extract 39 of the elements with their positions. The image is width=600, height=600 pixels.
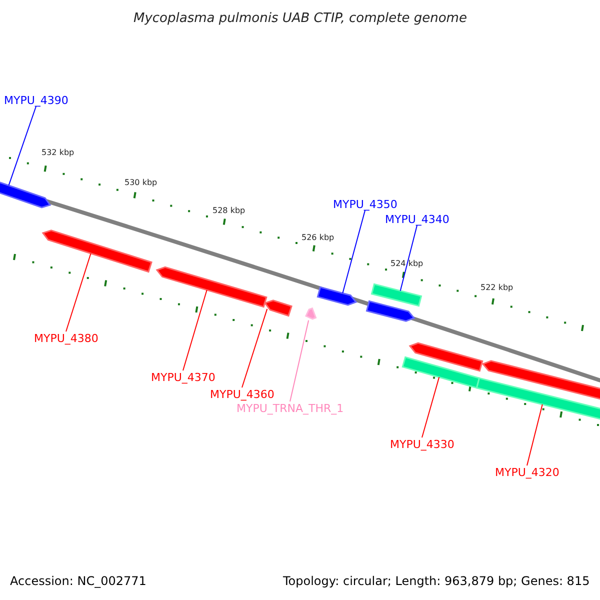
scale-label: 526 kbp <box>302 232 334 244</box>
leader-line <box>66 252 92 332</box>
gene-bar <box>370 283 422 307</box>
leader-line <box>182 289 208 371</box>
gene-label: MYPU_4350 <box>333 198 398 210</box>
leader-line <box>400 225 418 292</box>
leader-line <box>342 210 366 294</box>
leader-line <box>242 308 268 388</box>
gene-block <box>0 180 52 208</box>
gene-block <box>316 286 358 306</box>
gene-bar <box>476 377 600 421</box>
scale-label: 532 kbp <box>42 146 74 158</box>
gene-block <box>42 230 152 273</box>
gene-label: MYPU_4340 <box>385 212 450 226</box>
gene-label: MYPU_4380 <box>34 332 98 344</box>
footer-text: Accession: NC_002771 <box>10 575 146 588</box>
gene-bar <box>402 356 480 389</box>
gene-label: MYPU_4330 <box>390 438 454 450</box>
leader-line <box>422 376 440 438</box>
gene-label: MYPU_TRNA_THR_1 <box>236 402 344 414</box>
gene-block <box>305 307 317 320</box>
footer-text: Topology: circular; Length: 963,879 bp; Genes: 815 <box>283 575 590 588</box>
gene-label: MYPU_4320 <box>495 466 560 478</box>
leader-line <box>526 404 543 466</box>
gene-label: MYPU_4360 <box>210 388 274 400</box>
gene-label: MYPU_4370 <box>151 370 216 384</box>
diagram-title: Mycoplasma pulmonis UAB CTIP, complete genome <box>134 12 467 24</box>
gene-block <box>408 342 484 372</box>
gene-block <box>482 360 600 401</box>
leader-line <box>290 320 310 402</box>
gene-block <box>264 300 292 317</box>
scale-label: 530 kbp <box>124 176 158 188</box>
gene-label: MYPU_4390 <box>4 94 68 106</box>
scale-label: 522 kbp <box>480 282 514 294</box>
leader-line <box>8 106 36 186</box>
scale-label: 528 kbp <box>212 204 246 216</box>
gene-block <box>366 300 416 322</box>
scale-label: 524 kbp <box>390 258 424 270</box>
gene-block <box>156 266 268 308</box>
